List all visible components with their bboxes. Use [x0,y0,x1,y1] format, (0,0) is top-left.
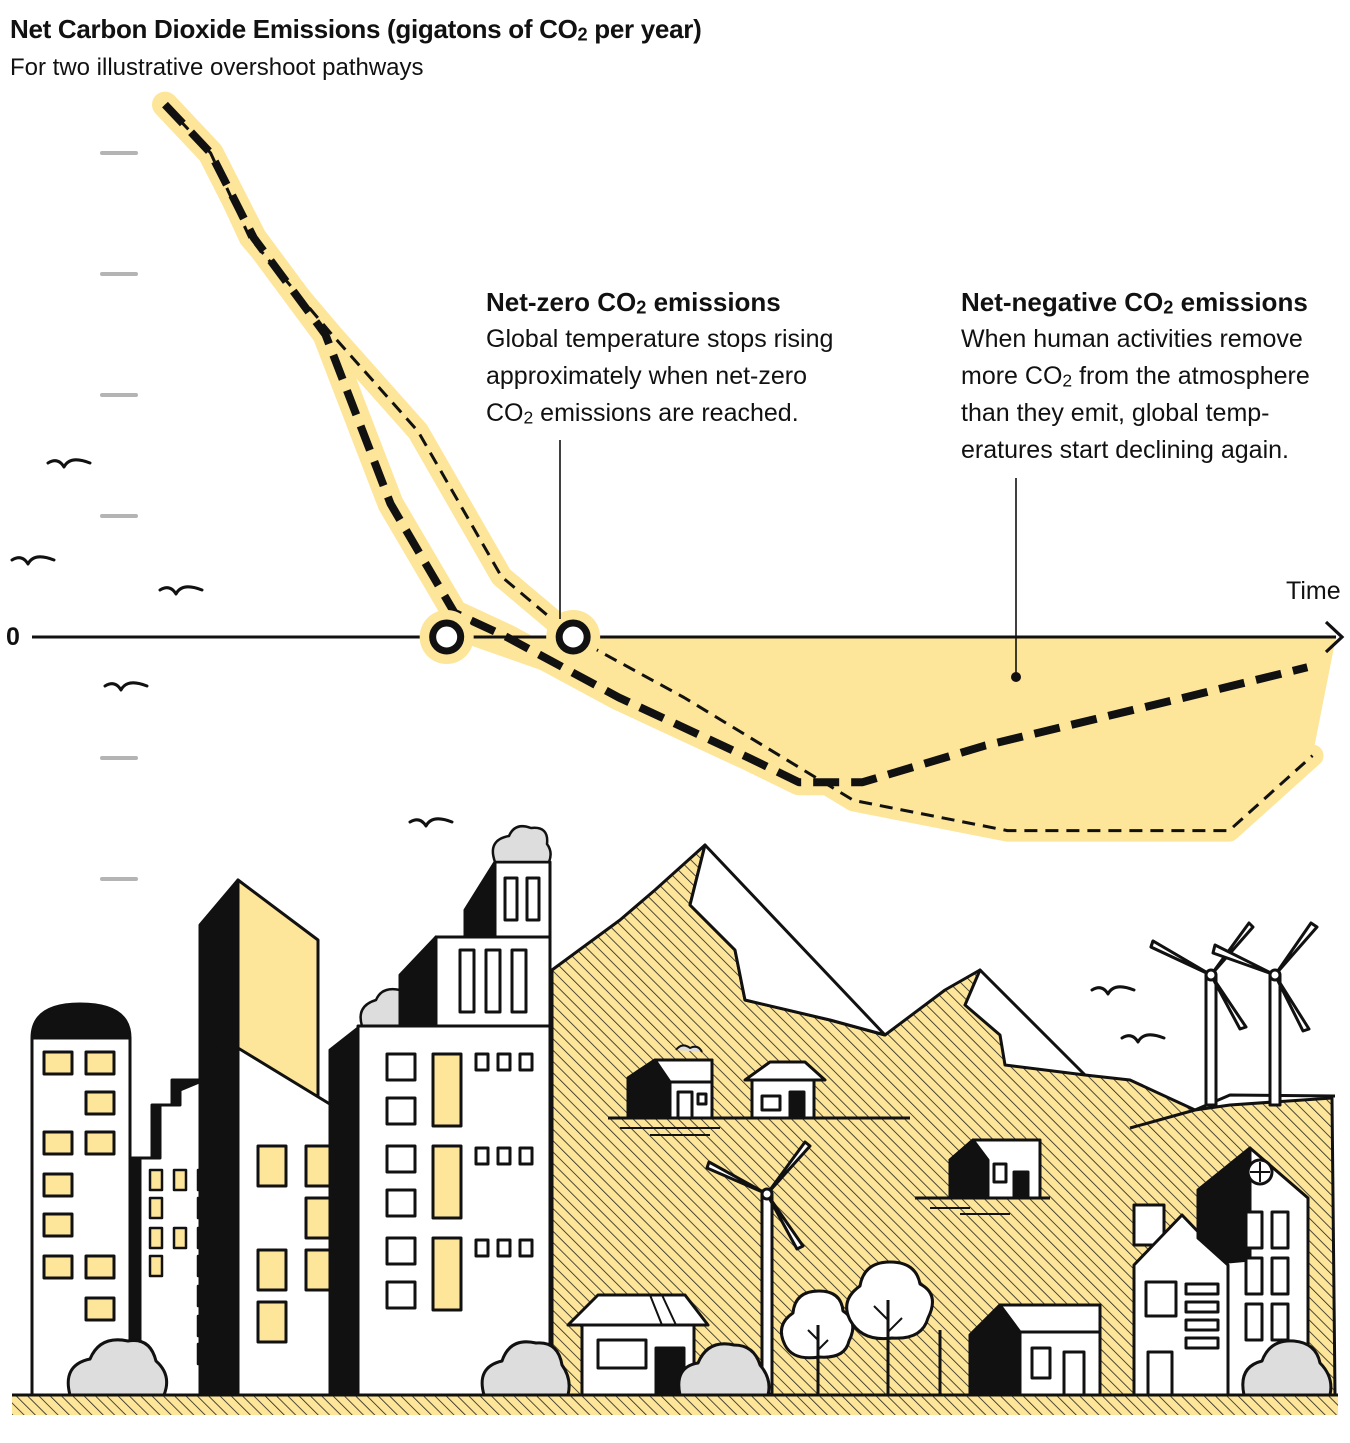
net-zero-line-3: CO2 emissions are reached. [486,399,799,428]
net-negative-line-2: more CO2 from the atmosphere [961,362,1310,391]
house-icon [743,1060,827,1120]
axis-arrow [1324,620,1345,654]
net-negative-heading: Net-negative CO2 emissions [961,287,1308,318]
house-icon [915,1138,1050,1215]
net-negative-line-4: eratures start declining again. [961,436,1289,464]
net-negative-line-1: When human activities remove [961,325,1303,353]
illustration [10,458,1338,1415]
zero-label: 0 [6,623,20,651]
chart-subtitle: For two illustrative overshoot pathways [10,54,424,81]
cloud-bush-icon [66,1338,1333,1397]
net-zero-line-2: approximately when net-zero [486,362,807,390]
house-icon [566,1293,710,1397]
net-zero-annotation: Net-zero CO2 emissions Global temperatur… [486,284,833,432]
mountain-peak [688,843,887,1037]
ground [12,1395,1338,1415]
building-icon [1132,1146,1310,1397]
house-icon [968,1303,1102,1397]
mountain-peak [963,968,1087,1077]
pathway-1-line [162,101,1309,787]
net-zero-heading: Net-zero CO2 emissions [486,287,781,318]
house-icon [608,1044,910,1136]
chart-title: Net Carbon Dioxide Emissions (gigatons o… [10,14,702,45]
pathway-2-line [163,103,1314,833]
net-zero-markers [419,610,601,664]
city-buildings-icon [30,825,552,1397]
net-negative-annotation: Net-negative CO2 emissions When human ac… [961,284,1310,469]
bird-icon [10,458,1166,1044]
net-negative-leader-dot [1011,672,1021,682]
y-ticks [100,151,138,881]
net-zero-line-1: Global temperature stops rising [486,325,834,353]
net-zero-marker [555,619,591,655]
net-zero-marker [429,619,465,655]
x-axis-label: Time [1286,577,1341,605]
net-negative-line-3: than they emit, global temp- [961,399,1270,427]
tree-icon [779,1260,942,1395]
